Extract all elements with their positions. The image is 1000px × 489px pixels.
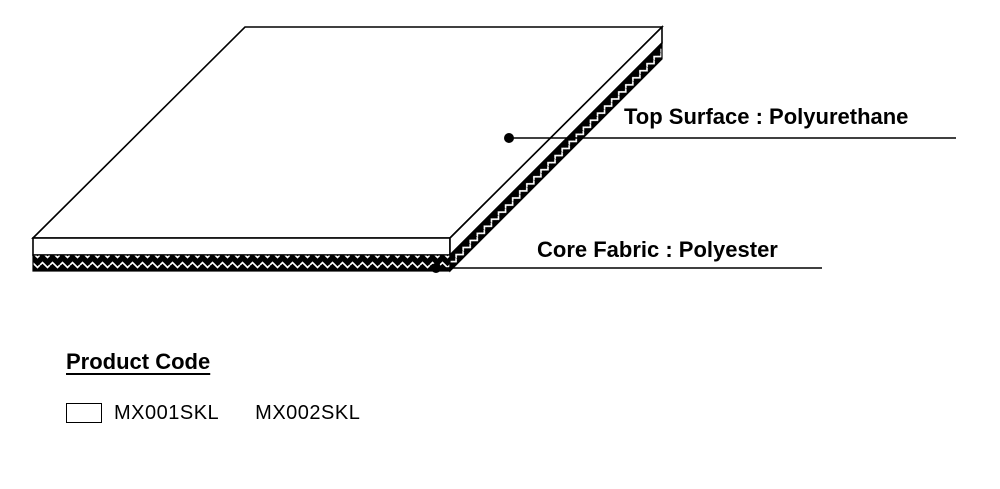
product-code-2: MX002SKL (255, 401, 361, 424)
top-layer-front-edge (32, 237, 451, 256)
core-fabric-front (32, 254, 451, 272)
product-code-row: MX001SKL MX002SKL (66, 401, 360, 425)
product-code-title: Product Code (66, 349, 211, 374)
product-code-swatch (66, 403, 102, 423)
top-surface-label: Top Surface : Polyurethane (624, 104, 908, 129)
product-code-1: MX001SKL (114, 401, 220, 424)
core-fabric-side (449, 41, 663, 273)
core-fabric-label: Core Fabric : Polyester (537, 237, 778, 262)
